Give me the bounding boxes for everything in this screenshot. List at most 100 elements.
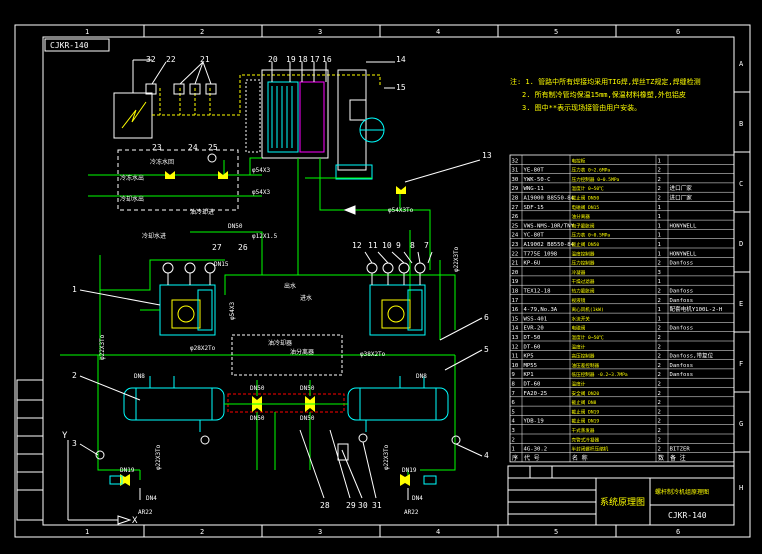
table-cell: 2 <box>658 400 661 406</box>
table-cell: 14 <box>512 326 519 332</box>
drawing-subtitle: 螺杆制冷机组原理图 <box>655 488 709 496</box>
pipe-label: 进水 <box>300 294 312 302</box>
table-cell: 温度控制器 <box>572 250 595 257</box>
table-cell: 压力控制器 0~0.5MPa <box>572 176 620 183</box>
table-cell: 1 <box>658 205 661 211</box>
table-cell: 2 <box>658 382 661 388</box>
electrical-cabinet <box>113 92 153 139</box>
table-cell: BITZER <box>670 447 691 453</box>
pipe-label: AR22 <box>404 509 419 516</box>
table-cell: 1 <box>512 447 515 453</box>
pressure-switch-icon <box>337 443 349 461</box>
row-label: C <box>739 180 743 188</box>
table-cell: 4-79,No.3A <box>524 307 558 313</box>
pipe-label: DN4 <box>146 495 157 502</box>
table-cell: 19 <box>512 279 519 285</box>
table-cell: 20 <box>512 270 519 276</box>
callout: 30 <box>358 501 368 510</box>
table-cell: 安全阀 DN20 <box>572 390 600 397</box>
compressor-left <box>140 284 216 336</box>
table-frame <box>509 154 735 463</box>
table-cell: A19000 B8550-84 <box>524 196 575 202</box>
table-cell: 2 <box>658 335 661 341</box>
table-cell: 1 <box>658 158 661 164</box>
ucs-axis-icon: Y X <box>62 431 138 526</box>
cooler-coil <box>267 81 299 153</box>
table-cell: 截止阀 DN19 <box>572 408 600 415</box>
callout: 7 <box>424 241 429 250</box>
callout: 13 <box>482 151 492 160</box>
col-label: 2 <box>200 528 204 536</box>
pipe-label: 冷冻水出 <box>120 174 144 182</box>
table-cell: KP5 <box>524 354 534 360</box>
table-cell: 9 <box>512 372 515 378</box>
col-label: 3 <box>318 528 322 536</box>
row-label: B <box>739 120 743 128</box>
table-cell: DT-60 <box>524 382 541 388</box>
table-cell: 温度计 0~50℃ <box>572 334 605 341</box>
callout: 21 <box>200 55 210 64</box>
gauge-icon <box>451 435 461 445</box>
table-cell: 油分离器 <box>572 213 591 220</box>
table-cell: WNG-11 <box>524 186 544 192</box>
row-label: G <box>739 420 743 428</box>
leader-line <box>404 159 481 183</box>
table-cell: 27 <box>512 205 519 211</box>
center-box-label-1: 油冷却器 <box>268 339 292 347</box>
callout: 25 <box>208 143 218 152</box>
table-cell: 低压控制器 -0.2~3.7MPa <box>572 371 628 378</box>
pipe-label: φ28X2To <box>190 345 216 352</box>
table-cell: T775E 1098 <box>524 251 558 257</box>
air-cooler-housing <box>261 69 329 159</box>
cooler-fan-section <box>299 81 325 153</box>
table-cell: 2 <box>512 437 515 443</box>
table-cell: 1 <box>658 279 661 285</box>
table-cell: VWS-NMS-10R/TNY <box>524 223 575 229</box>
col-label: 2 <box>200 28 204 36</box>
table-cell: Danfoss,带复位 <box>670 352 714 360</box>
column-labels-top: 1 2 3 4 5 6 <box>85 28 680 36</box>
table-cell: 截止阀 DN50 <box>572 241 600 248</box>
pipe-label: AR22 <box>138 509 153 516</box>
axis-x-label: X <box>132 516 138 526</box>
callout: 11 <box>368 241 378 250</box>
table-cell: 水流开关 <box>572 315 591 322</box>
table-cell: 15 <box>512 316 519 322</box>
pipe-label: DN8 <box>416 373 427 380</box>
pipe-label: DN19 <box>120 467 135 474</box>
callout: 24 <box>188 143 198 152</box>
table-cell: 2 <box>658 261 661 267</box>
table-cell: 12 <box>512 344 519 350</box>
table-cell: 热力膨胀阀 <box>572 288 595 295</box>
table-cell: 2 <box>658 419 661 425</box>
row-label: F <box>739 360 743 368</box>
pipe-label: φ54X3 <box>252 189 270 196</box>
pipe-label: φ54X3To <box>388 207 414 214</box>
callout: 8 <box>410 241 415 250</box>
callout: 22 <box>166 55 176 64</box>
note-line-2: 2. 所有制冷管均保温15mm,保温材料橡塑,外包铝皮 <box>522 90 686 99</box>
coil-fins <box>271 86 293 148</box>
pipe-labels: φ54X3 φ54X3 φ54X3To DN15 φ12X1.5 DN8 DN8… <box>120 158 427 516</box>
fan-box <box>349 99 367 121</box>
callout: 29 <box>346 501 356 510</box>
drain-plug <box>109 475 123 485</box>
pipe-label: 油冷却进 <box>190 208 214 216</box>
table-cell: 18 <box>512 289 519 295</box>
table-cell: FA20-25 <box>524 391 548 397</box>
pipe-label: φ22X3To <box>155 444 162 470</box>
pipe-label: DN8 <box>134 373 145 380</box>
callout: 18 <box>298 55 308 64</box>
callout: 6 <box>484 313 489 322</box>
pipe-label: φ54X3 <box>252 167 270 174</box>
callout: 28 <box>320 501 330 510</box>
table-cell: Danfoss <box>670 326 694 332</box>
table-cell: 2 <box>658 409 661 415</box>
table-cell: 电控柜 <box>572 157 586 164</box>
drain-plug <box>423 475 437 485</box>
callout: 31 <box>372 501 382 510</box>
table-cell: 5 <box>512 409 515 415</box>
table-cell: 压力表 0~2.6MPa <box>572 167 611 174</box>
notes: 注: 1. 管路中所有焊接均采用TIG焊,焊丝TZ规定,焊缝检测 2. 所有制冷… <box>510 77 701 112</box>
gauge-icon <box>95 450 105 460</box>
